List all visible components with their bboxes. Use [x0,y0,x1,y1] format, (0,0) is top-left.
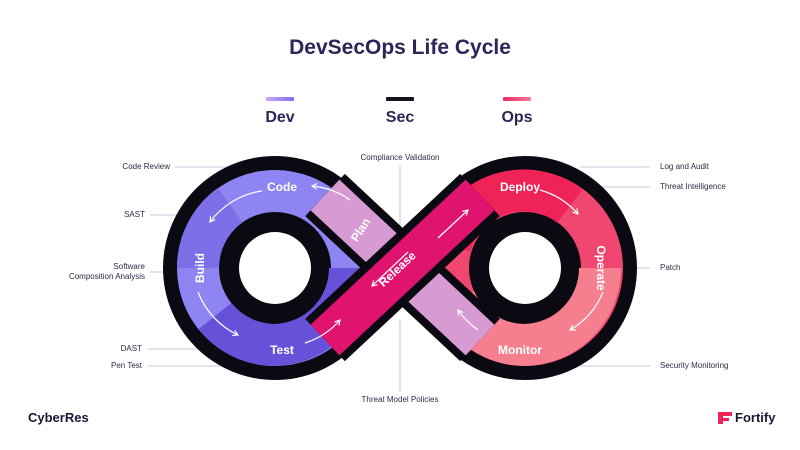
callout-sca-line2: Composition Analysis [68,272,145,281]
fortify-icon [718,411,732,424]
callout-compliance: Compliance Validation [360,153,440,162]
callout-sast: SAST [124,210,145,219]
callout-threat-model: Threat Model Policies [361,395,439,404]
phase-deploy-label: Deploy [500,180,540,194]
callout-pen-test: Pen Test [111,361,142,370]
callout-sca: Software Composition Analysis [69,262,145,282]
fortify-label: Fortify [735,410,776,425]
phase-monitor-label: Monitor [498,343,542,357]
legend-dev-label: Dev [265,109,295,126]
callout-sca-line1: Software [113,262,145,271]
page-title: DevSecOps Life Cycle [289,36,511,59]
right-hole [489,232,561,304]
phase-build-label: Build [193,253,207,283]
legend-ops-label: Ops [501,109,533,126]
release-band [305,173,500,362]
fortify-logo: Fortify [718,410,775,425]
callout-code-review: Code Review [122,162,170,171]
flow-arrows [197,183,604,344]
legend-ops-swatch [503,97,531,101]
legend-dev: Dev [245,97,315,127]
callout-security-monitoring: Security Monitoring [660,361,729,370]
phase-operate-label: Operate [594,245,608,291]
cyberres-logo: CyberRes [28,410,89,425]
callout-patch: Patch [660,263,681,272]
legend-sec-label: Sec [385,109,415,126]
legend-dev-swatch [266,97,294,101]
phase-code-label: Code [267,180,297,194]
callout-threat-intel: Threat Intelligence [660,182,726,191]
legend-sec: Sec [365,97,435,127]
callout-dast: DAST [120,344,142,353]
legend-sec-swatch [386,97,414,101]
phase-test-label: Test [270,343,294,357]
callout-log-audit: Log and Audit [660,162,709,171]
left-hole [239,232,311,304]
legend-ops: Ops [482,97,552,127]
